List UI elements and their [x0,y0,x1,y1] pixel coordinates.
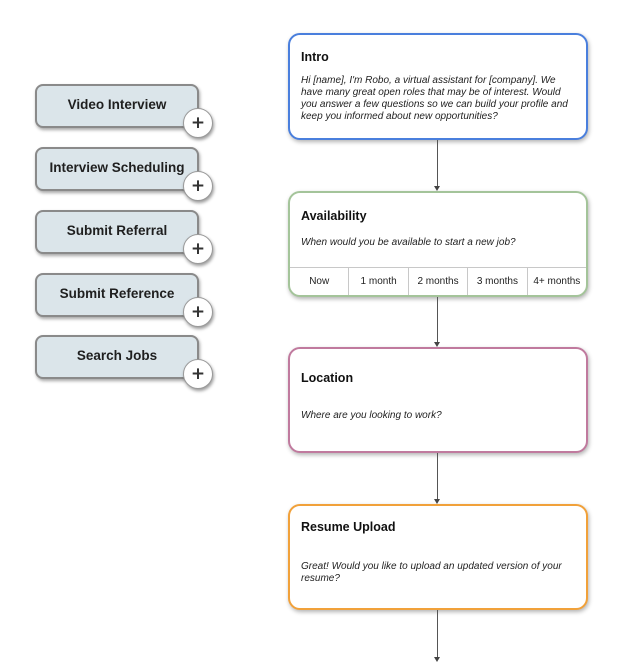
option-1-month[interactable]: 1 month [348,268,407,295]
availability-card[interactable]: Availability When would you be available… [288,191,588,297]
connector-line [437,297,438,342]
option-2-months[interactable]: 2 months [407,268,467,295]
connector-line [437,140,438,186]
interview-scheduling-label: Interview Scheduling [49,159,185,175]
option-4-plus-months[interactable]: 4+ months [526,268,586,295]
submit-reference-label: Submit Reference [59,285,175,301]
connector-line [437,610,438,657]
video-interview-label: Video Interview [67,96,167,112]
intro-text: Hi [name], I'm Robo, a virtual assistant… [301,75,568,122]
arrow-down-icon [434,342,440,347]
location-title: Location [301,371,354,385]
location-card[interactable]: Location Where are you looking to work? [288,347,588,453]
availability-options: Now 1 month 2 months 3 months 4+ months [290,267,586,295]
location-text: Where are you looking to work? [301,410,442,421]
submit-reference-button[interactable]: Submit Reference + [35,273,213,327]
option-3-months[interactable]: 3 months [467,268,526,295]
add-submit-reference-plus-icon[interactable]: + [183,297,213,327]
connector-line [437,453,438,499]
submit-referral-button[interactable]: Submit Referral + [35,210,213,264]
interview-scheduling-button[interactable]: Interview Scheduling + [35,147,213,201]
intro-card[interactable]: Intro Hi [name], I'm Robo, a virtual ass… [288,33,588,140]
arrow-down-icon [434,186,440,191]
add-search-jobs-plus-icon[interactable]: + [183,359,213,389]
resume-upload-title: Resume Upload [301,520,396,534]
option-now[interactable]: Now [309,276,330,287]
availability-title: Availability [301,209,367,223]
add-video-interview-plus-icon[interactable]: + [183,108,213,138]
submit-referral-label: Submit Referral [66,222,168,238]
search-jobs-button[interactable]: Search Jobs + [35,335,213,389]
resume-upload-card[interactable]: Resume Upload Great! Would you like to u… [288,504,588,610]
availability-text: When would you be available to start a n… [301,237,516,248]
add-interview-scheduling-plus-icon[interactable]: + [183,171,213,201]
arrow-down-icon [434,657,440,662]
add-submit-referral-plus-icon[interactable]: + [183,234,213,264]
resume-upload-text: Great! Would you like to upload an updat… [301,561,562,584]
arrow-down-icon [434,499,440,504]
video-interview-button[interactable]: Video Interview + [35,84,213,138]
intro-title: Intro [301,50,329,64]
search-jobs-label: Search Jobs [76,347,158,363]
